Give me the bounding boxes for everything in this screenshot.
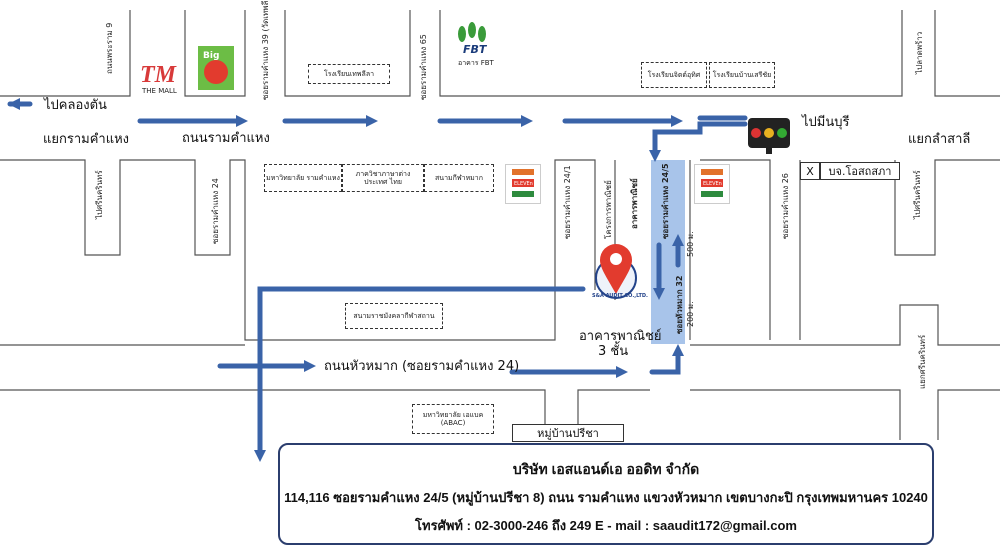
label-to-srinakarin-left: ไปศรีนครินทร์ xyxy=(95,170,104,219)
seven-eleven-logo-2: ELEVEn xyxy=(694,164,730,204)
label-soi24-1: ซอยรามคำแหง 24/1 xyxy=(563,165,572,239)
label-commercial: อาคารพาณิชย์ xyxy=(630,178,639,229)
school-thepleela: โรงเรียนเทพลีลา xyxy=(308,64,390,84)
location-pin-icon xyxy=(595,244,637,299)
label-rama9: ถนนพระราม 9 xyxy=(105,22,114,74)
label-soi24-5: ซอยรามคำแหง 24/5 xyxy=(661,163,670,239)
label-soi24: ซอยรามคำแหง 24 xyxy=(211,178,220,244)
x-mark: X xyxy=(800,162,820,180)
svg-text:Big: Big xyxy=(203,51,219,61)
village-sign: หมู่บ้านปรีชา xyxy=(512,424,624,442)
label-soi26: ซอยรามคำแหง 26 xyxy=(781,173,790,239)
fbt-label: FBT xyxy=(463,43,487,56)
label-to-minburi: ไปมีนบุรี xyxy=(802,115,850,130)
company-name: บริษัท เอสแอนด์เอ ออดิท จำกัด xyxy=(512,461,700,477)
fbt-logo xyxy=(458,22,486,42)
label-lamsali-junction: แยกลำสาลี xyxy=(908,132,971,147)
building-label: อาคารพาณิชย์ xyxy=(579,329,662,344)
label-soi65: ซอยรามคำแหง 65 xyxy=(419,34,428,100)
label-to-klongton: ไปคลองตัน xyxy=(44,98,107,113)
label-ramkhamhaeng-junction: แยกรามคำแหง xyxy=(43,132,130,147)
ram-university: มหาวิทยาลัย รามคำแหง xyxy=(264,164,342,192)
abac-university: มหาวิทยาลัย เอแบค (ABAC) xyxy=(412,404,494,434)
fbt-building-label: อาคาร FBT xyxy=(458,59,494,67)
svg-text:ELEVEn: ELEVEn xyxy=(514,181,533,187)
language-department: ภาควิชาภาษาต่างประเทศ ไทย xyxy=(342,164,424,192)
jeed-school: โรงเรียนจิตต์อุทิศ xyxy=(641,62,707,88)
label-500m: 500 ม. xyxy=(686,231,695,257)
osotspa-sign: บจ.โอสถสภา xyxy=(820,162,900,180)
label-to-srinakarin-right: ไปศรีนครินทร์ xyxy=(913,170,922,219)
label-ramkhamhaeng-road: ถนนรามคำแหง xyxy=(182,131,270,146)
floors-label: 3 ชั้น xyxy=(598,344,629,359)
the-mall-label: THE MALL xyxy=(142,87,177,95)
the-mall-logo: TM xyxy=(140,62,178,88)
label-to-ladprao: ไปลาดพร้าว xyxy=(915,31,924,74)
label-200m: 200 ม. xyxy=(686,301,695,327)
svg-text:TM: TM xyxy=(140,62,178,88)
label-project: โครงการพาณิชย์ xyxy=(604,180,613,239)
company-contact: โทรศัพท์ : 02-3000-246 ถึง 249 E - mail … xyxy=(415,518,797,533)
traffic-light-icon xyxy=(748,118,790,154)
seri-school: โรงเรียนบ้านเสรีชัย xyxy=(709,62,775,88)
svg-text:ELEVEn: ELEVEn xyxy=(703,181,722,187)
label-soi39: ซอยรามคำแหง 39 (วัดเทพลีลา) xyxy=(261,0,270,100)
bigc-logo: Big xyxy=(198,46,234,90)
label-srinakarin-junction: แยกศรีนครินทร์ xyxy=(918,334,927,389)
klongton-sign xyxy=(38,96,110,114)
label-huamak-road: ถนนหัวหมาก (ซอยรามคำแหง 24) xyxy=(324,359,520,374)
sportsground: สนามกีฬาหมาก xyxy=(424,164,494,192)
rajamangala-stadium: สนามราชมังคลากีฬาสถาน xyxy=(345,303,443,329)
label-soi-huamak32: ซอยหัวหมาก 32 xyxy=(675,275,684,335)
company-address: 114,116 ซอยรามคำแหง 24/5 (หมู่บ้านปรีชา … xyxy=(284,490,928,505)
company-info-box: บริษัท เอสแอนด์เอ ออดิท จำกัด 114,116 ซอ… xyxy=(278,443,934,545)
seven-eleven-logo-1: ELEVEn xyxy=(505,164,541,204)
arrow-head-left xyxy=(8,98,20,110)
company-logo-label: S&A AUDIT CO.,LTD. xyxy=(592,293,648,299)
